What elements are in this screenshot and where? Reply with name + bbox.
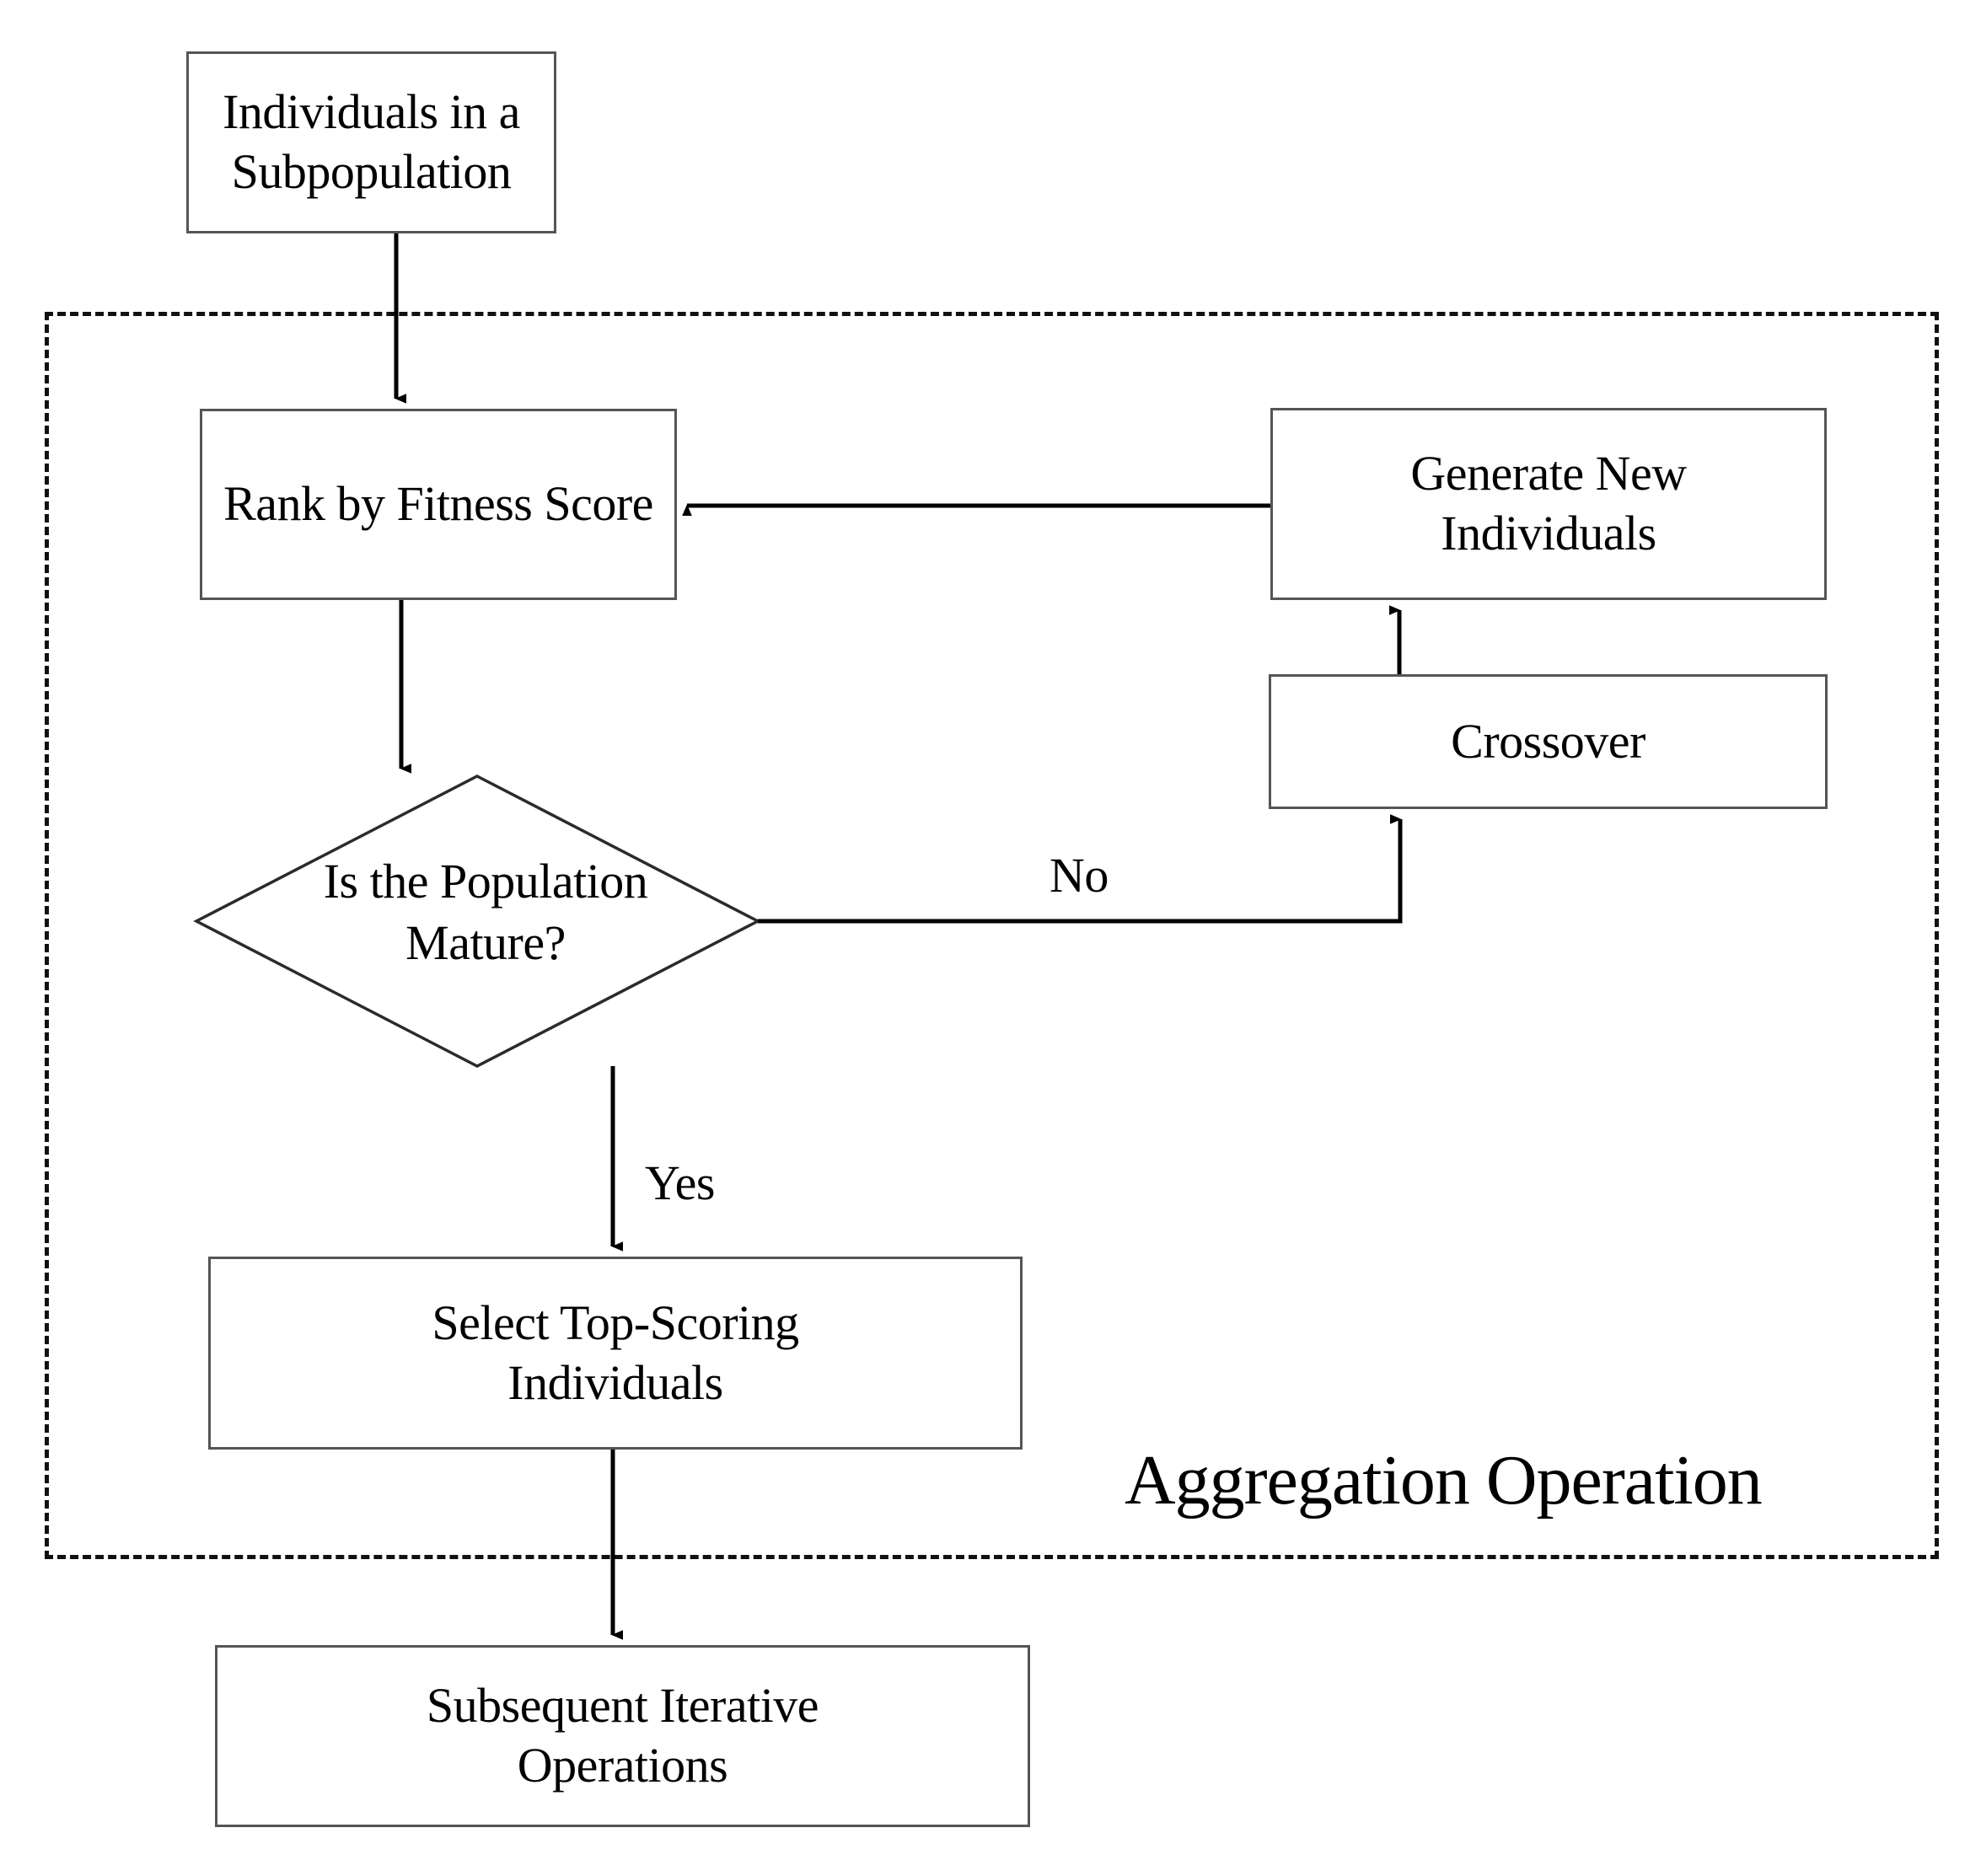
decision-diamond-shape <box>193 775 761 1068</box>
node-label: Generate New Individuals <box>1410 446 1687 560</box>
edge-label-yes: Yes <box>645 1155 715 1210</box>
node-label: Rank by Fitness Score <box>223 476 653 532</box>
edge-label-no: No <box>1050 848 1109 903</box>
node-label: Individuals in a Subpopulation <box>223 84 520 199</box>
group-caption-aggregation-operation: Aggregation Operation <box>1125 1441 1763 1520</box>
node-crossover[interactable]: Crossover <box>1269 674 1828 809</box>
node-rank-by-fitness-score[interactable]: Rank by Fitness Score <box>200 409 677 600</box>
node-label: Select Top-Scoring Individuals <box>432 1294 799 1410</box>
edge-decision-to-crossover <box>758 814 1403 924</box>
node-select-top-scoring-individuals[interactable]: Select Top-Scoring Individuals <box>208 1257 1023 1450</box>
node-generate-new-individuals[interactable]: Generate New Individuals <box>1270 408 1827 600</box>
node-label: Crossover <box>1451 713 1645 769</box>
node-subsequent-iterative-operations[interactable]: Subsequent Iterative Operations <box>215 1645 1030 1827</box>
node-decision-is-population-mature[interactable]: Is the Population Mature? <box>323 854 648 970</box>
node-individuals-in-subpopulation[interactable]: Individuals in a Subpopulation <box>186 51 556 233</box>
node-label: Subsequent Iterative Operations <box>426 1678 819 1793</box>
